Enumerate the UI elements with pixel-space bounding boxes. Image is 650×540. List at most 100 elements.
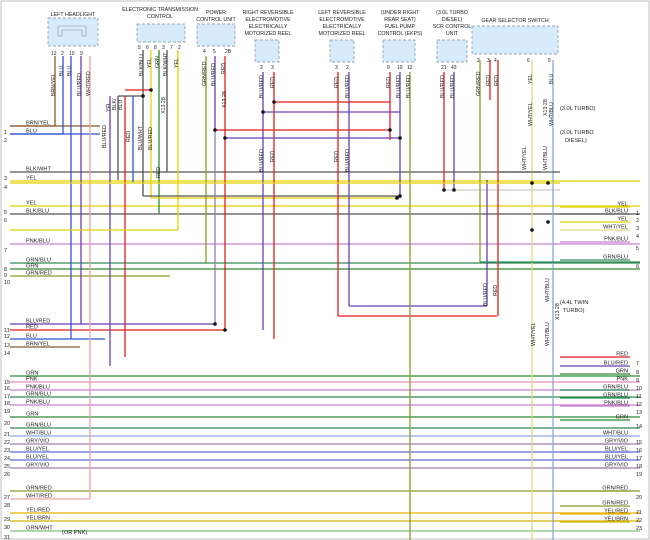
wire-label: BLU/RED [483,283,489,306]
rr-title: RIGHT REVERSIBLE [242,10,294,16]
wire-number: 20 [636,495,642,501]
lr-box [329,39,355,63]
splice-dot [261,110,265,114]
wire-number: 30 [4,525,10,531]
scr-title: SCR CONTROL [433,24,472,30]
splice-dot [442,188,446,192]
rr-title: ELECTRICALLY [249,24,288,30]
wire-number: 18 [4,401,10,407]
splice-dot [149,88,153,92]
wire-number: 5 [636,246,639,252]
pin-label: 3 [487,58,490,64]
wire-color-label: PNK/BLU [604,401,628,407]
splice-label: X13 28 [161,97,167,114]
wire-number: 2 [636,218,639,224]
wire-number: 24 [4,456,10,462]
pin-label: 2B [225,49,232,55]
wire-color-label: BLU/YEL [26,447,49,453]
wire-label: WHT/BLU [545,322,551,346]
note-text: (3.0L TURBO) [560,106,596,112]
wire-number: 19 [636,472,642,478]
wire-color-label: YEL [617,202,628,208]
wire-label: YEL [147,58,153,68]
pin-label: 3 [335,65,338,71]
wire-color-label: GRN [26,412,38,418]
note-text: (OR PNK) [62,530,87,536]
wire-color-label: GRY/VIO [605,439,629,445]
splice-dot [398,136,402,140]
wire-label: WHT/YEL [522,146,528,170]
right-wire-labels: 1YEL2BLK/BLU3YEL4WHT/YEL5PNK/BLU6GRN/BLU… [602,202,642,533]
left-headlight-title: LEFT HEADLIGHT [51,12,96,18]
wire-label: RED [126,131,132,142]
wire-color-label: GRY/VIO [605,463,629,469]
wire-label: BLU/RED [396,75,402,98]
wire-number: 21 [4,432,10,438]
wire-color-label: WHT/BLU [603,431,628,437]
wire-color-label: BLU/YEL [605,455,628,461]
wire-label: WHT/RED [86,71,92,96]
pin-label: 2 [346,65,349,71]
wire-color-label: GRN/BLU [603,393,628,399]
wire-number: 27 [4,495,10,501]
rr-box [254,39,280,63]
wire-color-label: GRN/RED [602,486,628,492]
wire-number: 25 [4,464,10,470]
pin-label: 10 [69,51,75,57]
splice-label: X13 28 [222,91,228,108]
wire-color-label: PNK/BLU [26,385,50,391]
wire-number: 7 [4,248,7,254]
pin-label: 9 [80,51,83,57]
gs-title: GEAR SELECTOR SWITCH [481,18,548,24]
wire-number: 8 [636,370,639,376]
wire-label: RED [334,77,340,88]
wire-label: RED [386,77,392,88]
wire-number: 18 [636,464,642,470]
wire-number: 11 [4,328,10,334]
splice-dot [530,228,534,232]
wire-color-label: YEL [617,217,628,223]
wire-number: 11 [636,394,642,400]
wire-number: 4 [636,234,639,240]
wire-label: BLU/RED [406,75,412,98]
scr-title: UNIT [446,31,459,37]
pin-label: 3 [162,45,165,51]
scr-title: DIESEL) [442,17,463,23]
wire-number: 22 [4,440,10,446]
wire-color-label: WHT/BLU [26,431,51,437]
wire-color-label: PNK [26,377,38,383]
wire-label: BLU/RED [450,75,456,98]
wire-color-label: GRN/RED [26,271,52,277]
wire-number: 1 [4,130,7,136]
splice-dot [223,136,227,140]
wire-label: GRN [155,56,161,68]
wires-layer [10,50,640,540]
lr-title: ELECTRICALLY [323,24,362,30]
wire-number: 8 [4,267,7,273]
wire-color-label: GRN/BLU [603,255,628,261]
scr-box [436,39,468,63]
wire-color-label: BLU/YEL [605,447,628,453]
wire-number: 14 [636,424,642,430]
wire-label: BLK/ [112,98,118,110]
wire-number: 23 [4,448,10,454]
wire-label: BLU/RED [211,63,217,86]
left-wire-labels: 1BRN/YEL2BLU3BLK/WHT4YEL5YEL6BLK/BLU7PNK… [4,121,53,540]
wire-number: 17 [4,394,10,400]
wire-number: 3 [4,176,7,182]
wire-number: 22 [636,518,642,524]
wire-color-label: GRN/BLU [26,423,51,429]
splice-dot [530,181,534,185]
splice-dot [452,188,456,192]
pcu-box [196,23,236,47]
splice-label: X13 28 [543,99,549,116]
pin-label: 10 [397,65,403,71]
wire-label: YEL [106,102,112,112]
wire-number: 29 [4,517,10,523]
wire-label: RED [494,75,500,86]
splice-dot [546,181,550,185]
splice-dot [395,196,399,200]
wire-color-label: BLU [26,334,37,340]
wire-number: 23 [636,526,642,532]
wire-number: 6 [636,264,639,270]
